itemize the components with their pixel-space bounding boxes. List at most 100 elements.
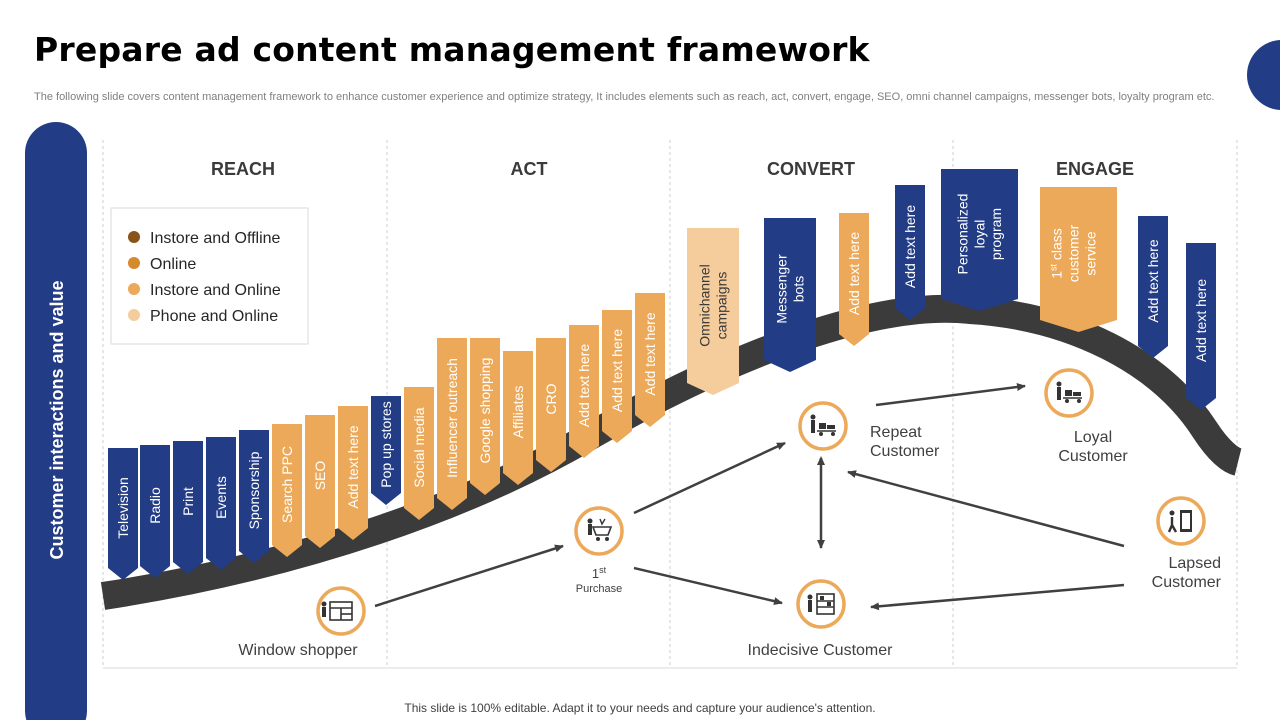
flow-arrow xyxy=(633,441,786,515)
banner-label: Events xyxy=(213,476,229,519)
banner-label: Pop up stores xyxy=(378,401,394,487)
channel-banner: Add text here xyxy=(1186,243,1216,410)
banner-shape xyxy=(272,424,302,557)
customer-node-ring xyxy=(574,506,624,556)
banner-label: Radio xyxy=(147,487,163,524)
channel-banner: Search PPC xyxy=(272,424,302,557)
channel-banner: Television xyxy=(108,448,138,580)
banner-label: Add text here xyxy=(576,344,592,427)
banner-label: Affiliates xyxy=(510,386,526,439)
banner-label: Television xyxy=(115,477,131,538)
delivery-cart-icon xyxy=(1056,381,1082,403)
banner-shape xyxy=(404,387,434,520)
channel-banner: Print xyxy=(173,441,203,574)
banner-shape xyxy=(437,338,467,510)
channel-banner: Pop up stores xyxy=(371,396,401,505)
legend-item: Online xyxy=(150,256,196,273)
banner-shape xyxy=(764,218,816,372)
banner-shape xyxy=(503,351,533,485)
channel-banner: Add text here xyxy=(602,310,632,443)
banner-label: Add text here xyxy=(609,329,625,412)
legend-swatch xyxy=(128,283,140,295)
banner-label: Add text here xyxy=(642,312,658,395)
stage-title-reach: REACH xyxy=(211,159,275,179)
channel-banner: Events xyxy=(206,437,236,570)
channel-banner: Add text here xyxy=(338,406,368,540)
channel-banner: Omnichannelcampaigns xyxy=(687,228,739,395)
page-title: Prepare ad content management framework xyxy=(34,30,870,69)
delivery-cart-icon xyxy=(810,414,836,436)
stage-title-convert: CONVERT xyxy=(767,159,855,179)
channel-banner: Messengerbots xyxy=(764,218,816,372)
page-subtitle: The following slide covers content manag… xyxy=(34,91,1215,103)
channel-banner: 1st classcustomerservice xyxy=(1040,187,1117,332)
legend-item: Instore and Online xyxy=(150,282,281,299)
storefront-icon xyxy=(321,601,353,621)
banner-label: Messengerbots xyxy=(774,254,807,324)
banner-label: Add text here xyxy=(902,205,918,288)
banner-label: Omnichannelcampaigns xyxy=(697,264,730,347)
banner-label: Add text here xyxy=(846,232,862,315)
channel-banner: Add text here xyxy=(635,293,665,427)
banner-label: Add text here xyxy=(345,425,361,508)
banner-label: 1st classcustomerservice xyxy=(1049,224,1099,282)
customer-node-ring xyxy=(796,579,846,629)
channel-banner: Add text here xyxy=(1138,216,1168,358)
banner-shape xyxy=(305,415,335,548)
legend-item: Phone and Online xyxy=(150,308,278,325)
side-bar xyxy=(25,122,87,720)
stage-title-act: ACT xyxy=(511,159,548,179)
channel-banner: Radio xyxy=(140,445,170,578)
channel-banner: CRO xyxy=(536,338,566,472)
channel-banner: Affiliates xyxy=(503,351,533,485)
channel-banner: Social media xyxy=(404,387,434,520)
banner-shape xyxy=(569,325,599,458)
legend-swatch xyxy=(128,231,140,243)
channel-banner: SEO xyxy=(305,415,335,548)
customer-node: Indecisive Customer xyxy=(748,579,894,659)
banner-shape xyxy=(206,437,236,570)
banner-label: Personalizedloyalprogram xyxy=(955,194,1005,275)
customer-label: Indecisive Customer xyxy=(748,642,894,659)
banner-shape xyxy=(470,338,500,495)
banner-shape xyxy=(895,185,925,320)
banner-shape xyxy=(140,445,170,578)
banner-label: Add text here xyxy=(1193,279,1209,362)
customer-label: Window shopper xyxy=(238,642,358,659)
banner-shape xyxy=(536,338,566,472)
channel-banner: Add text here xyxy=(569,325,599,458)
shop-shelves-icon xyxy=(807,593,835,615)
legend-swatch xyxy=(128,257,140,269)
banner-shape xyxy=(941,169,1018,311)
banner-shape xyxy=(1186,243,1216,410)
banner-label: Search PPC xyxy=(279,446,295,523)
shopping-cart-icon xyxy=(587,518,613,541)
customer-node: Window shopper xyxy=(238,586,366,659)
banner-label: Sponsorship xyxy=(246,451,262,529)
exit-door-icon xyxy=(1167,510,1192,533)
banner-shape xyxy=(602,310,632,443)
flow-arrow xyxy=(847,470,1125,548)
banner-label: Add text here xyxy=(1145,239,1161,322)
banner-shape xyxy=(173,441,203,574)
stage-title-engage: ENGAGE xyxy=(1056,159,1134,179)
banner-shape xyxy=(687,228,739,395)
banner-label: Social media xyxy=(411,407,427,487)
banner-label: Print xyxy=(180,487,196,516)
banner-shape xyxy=(1138,216,1168,358)
channel-banner: Add text here xyxy=(895,185,925,320)
side-axis-label: Customer interactions and value xyxy=(47,280,67,559)
banner-shape xyxy=(371,396,401,505)
flow-arrow xyxy=(870,583,1125,611)
banner-shape xyxy=(1040,187,1117,332)
banner-label: CRO xyxy=(543,383,559,414)
